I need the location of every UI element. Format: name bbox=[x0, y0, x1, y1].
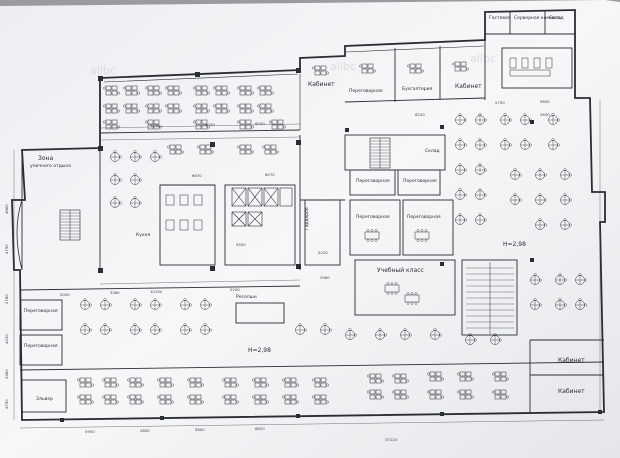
room-cabinet-r2: Кабинет bbox=[558, 388, 585, 395]
dim-misc-5: 2630 bbox=[540, 112, 550, 117]
dim-left-5: 4790 bbox=[4, 399, 9, 409]
dim-bottom-4: 33120 bbox=[385, 437, 398, 442]
room-meeting-left1: Переговорная bbox=[24, 308, 58, 314]
dim-misc-4: 6220 bbox=[415, 112, 425, 117]
room-meeting-left2: Переговорная bbox=[24, 343, 58, 349]
inner-outline bbox=[103, 45, 485, 130]
dim-misc-2: 10190 bbox=[150, 289, 163, 294]
room-cabinet-r1: Кабинет bbox=[558, 357, 585, 364]
room-meeting-c: Переговорная bbox=[356, 214, 390, 220]
toilets-top bbox=[509, 57, 553, 77]
room-wardrobe: Гардероб bbox=[304, 207, 310, 230]
dim-top-3: 5750 bbox=[495, 100, 505, 105]
dim-left-0: 4860 bbox=[4, 204, 9, 214]
room-office-top2: Кабинет bbox=[455, 83, 482, 90]
watermark-2: allbc bbox=[330, 60, 356, 73]
dim-mid-1: 6070 bbox=[265, 172, 275, 177]
room-meeting-d: Переговорная bbox=[407, 214, 441, 220]
room-accounting: Бухгалтерия bbox=[402, 86, 433, 92]
dim-top-2: 6030 bbox=[255, 121, 265, 126]
top-right-rooms bbox=[344, 11, 575, 103]
dim-top-4: 5650 bbox=[540, 99, 550, 104]
room-warehouse: Склад bbox=[549, 15, 564, 21]
dim-top-0: 5750 bbox=[150, 123, 160, 128]
dim-top-1: 6030 bbox=[205, 122, 215, 127]
zone-label: Зона bbox=[38, 155, 53, 162]
dim-bottom-2: 5600 bbox=[195, 427, 205, 432]
room-meeting-top: Переговорная bbox=[349, 88, 383, 94]
upper-middle-walls bbox=[21, 129, 345, 270]
zone-sub: уличного отдыха bbox=[30, 164, 71, 169]
room-training: Учебный класс bbox=[377, 267, 424, 274]
dim-bottom-0: 5950 bbox=[85, 429, 95, 434]
dim-mid-0: 6670 bbox=[192, 173, 202, 178]
dim-misc-0: 5050 bbox=[60, 292, 70, 297]
height-center: H=2,98 bbox=[248, 347, 271, 354]
lower-walls bbox=[19, 285, 605, 413]
dimension-lines bbox=[13, 100, 605, 429]
room-office-top: Кабинет bbox=[308, 81, 335, 88]
dim-mid-2: 5500 bbox=[236, 242, 246, 247]
dim-bottom-3: 6620 bbox=[255, 426, 265, 431]
right-middle-walls bbox=[344, 134, 604, 412]
room-kitchen: Кухня bbox=[136, 232, 150, 238]
dim-left-2: 2780 bbox=[4, 294, 9, 304]
watermark-3: allbc bbox=[470, 52, 496, 65]
stairs-right bbox=[466, 262, 514, 334]
room-storage-left: Эльвер bbox=[36, 396, 53, 402]
elevator-core bbox=[231, 187, 293, 227]
bay-window bbox=[16, 199, 23, 271]
dim-misc-1: 3360 bbox=[110, 290, 120, 295]
dim-left-3: 4220 bbox=[4, 334, 9, 344]
room-guest: Гостевая bbox=[489, 15, 511, 21]
watermark-1: allbc bbox=[90, 64, 116, 77]
room-meeting-a: Переговорная bbox=[356, 178, 390, 184]
dim-misc-3: 5200 bbox=[230, 287, 240, 292]
room-reception: Ресепшн bbox=[236, 294, 257, 300]
dim-bottom-1: 2600 bbox=[140, 428, 150, 433]
room-meeting-b: Переговорная bbox=[403, 178, 437, 184]
dim-left-4: 2960 bbox=[4, 369, 9, 379]
room-warehouse2: Склад bbox=[425, 148, 440, 154]
dim-mid-3: 2220 bbox=[318, 250, 328, 255]
outer-walls bbox=[11, 9, 606, 421]
dim-left-1: 4790 bbox=[4, 244, 9, 254]
toilets-mid bbox=[165, 194, 203, 231]
dim-mid-4: 2560 bbox=[320, 275, 330, 280]
columns bbox=[60, 68, 602, 422]
room-server: Серверная комната bbox=[514, 15, 561, 21]
height-right: H=2,98 bbox=[503, 241, 526, 248]
